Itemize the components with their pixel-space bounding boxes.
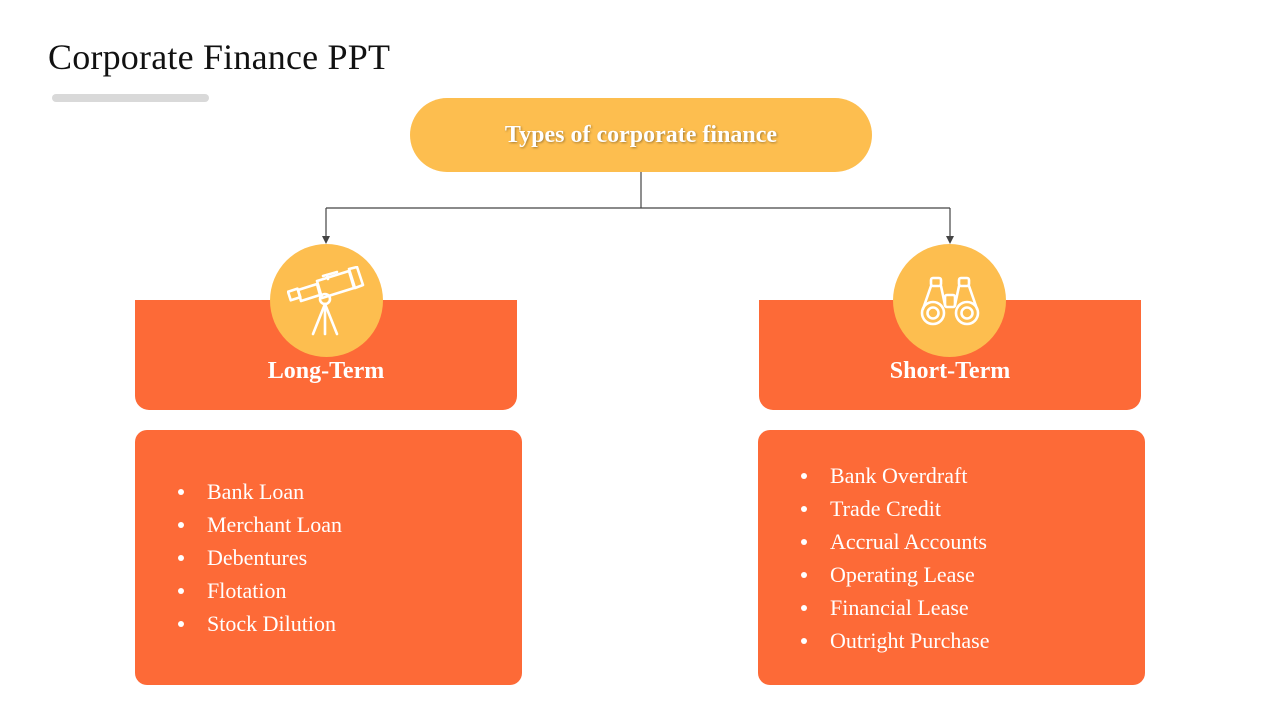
list-item-text: Bank Overdraft xyxy=(830,462,968,488)
list-item: Stock Dilution xyxy=(178,607,342,640)
list-item-text: Stock Dilution xyxy=(207,611,336,636)
bullet xyxy=(801,604,807,611)
list-item-text: Outright Purchase xyxy=(830,627,990,653)
list-item: Flotation xyxy=(178,574,342,607)
root-node: Types of corporate finance xyxy=(410,98,872,172)
list-item: Bank Overdraft xyxy=(801,459,989,492)
list-item-text: Flotation xyxy=(207,578,287,603)
short-term-items: Bank Overdraft Trade Credit Accrual Acco… xyxy=(758,459,989,657)
branch-icon-circle-long-term xyxy=(270,244,383,357)
branch-label-long-term: Long-Term xyxy=(267,358,385,384)
list-item-text: Accrual Accounts xyxy=(830,528,987,554)
bullet xyxy=(801,538,807,545)
root-node-label: Types of corporate finance xyxy=(504,121,778,148)
bullet xyxy=(801,637,807,644)
page-title: Corporate Finance PPT xyxy=(48,37,391,77)
bullet xyxy=(178,555,184,561)
list-item: Bank Loan xyxy=(178,475,342,508)
bullet xyxy=(801,571,807,578)
long-term-items: Bank Loan Merchant Loan Debentures Flota… xyxy=(135,475,342,640)
list-item-text: Debentures xyxy=(207,545,308,570)
branch-list-short-term: Bank Overdraft Trade Credit Accrual Acco… xyxy=(758,430,1145,685)
list-item: Merchant Loan xyxy=(178,508,342,541)
list-item-text: Merchant Loan xyxy=(207,512,342,537)
branch-list-long-term: Bank Loan Merchant Loan Debentures Flota… xyxy=(135,430,522,685)
bullet xyxy=(178,621,184,627)
list-item: Outright Purchase xyxy=(801,624,990,657)
list-item: Debentures xyxy=(178,541,342,574)
bullet xyxy=(178,489,184,495)
bullet xyxy=(178,522,184,528)
telescope-icon xyxy=(286,265,364,335)
list-item: Trade Credit xyxy=(801,492,989,525)
bullet xyxy=(801,505,807,512)
branch-label-short-term: Short-Term xyxy=(889,358,1011,384)
title-underline xyxy=(52,94,209,102)
list-item-text: Operating Lease xyxy=(830,561,975,587)
list-item: Operating Lease xyxy=(801,558,989,591)
list-item-text: Financial Lease xyxy=(830,594,969,620)
list-item: Accrual Accounts xyxy=(801,525,989,558)
bullet xyxy=(801,472,807,479)
list-item-text: Bank Loan xyxy=(207,479,305,504)
binoculars-icon xyxy=(920,276,979,325)
list-item: Financial Lease xyxy=(801,591,989,624)
branch-icon-circle-short-term xyxy=(893,244,1006,357)
bullet xyxy=(178,588,184,594)
list-item-text: Trade Credit xyxy=(830,495,942,521)
